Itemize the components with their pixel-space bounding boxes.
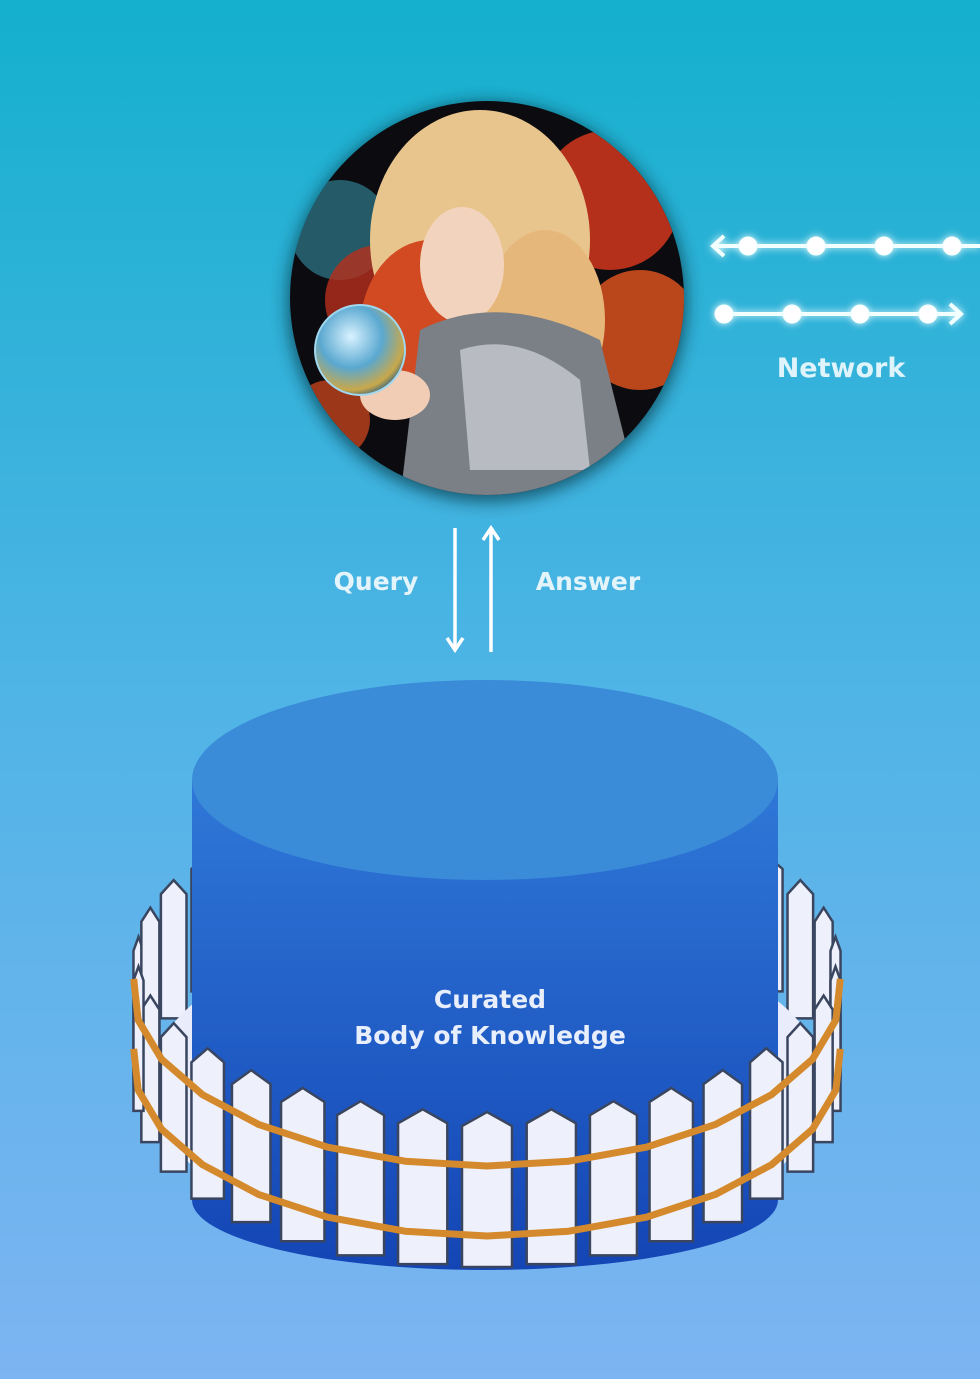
- fence-picket: [525, 1107, 578, 1266]
- arrow-up-icon: [481, 524, 501, 652]
- fence-picket: [335, 1099, 386, 1257]
- fence-picket: [786, 878, 815, 1020]
- fence-picket: [460, 1110, 514, 1269]
- fence-picket: [279, 1086, 326, 1243]
- fence-picket: [159, 878, 188, 1020]
- fence-rails: [130, 978, 844, 1240]
- fence-picket: [588, 1099, 639, 1257]
- network-incoming-line: [710, 234, 980, 258]
- arrow-right-icon: [948, 302, 964, 326]
- fence-picket: [396, 1107, 449, 1266]
- answer-label: Answer: [536, 567, 641, 596]
- fence-rail: [130, 1048, 844, 1240]
- network-outgoing-line: [714, 302, 964, 326]
- arrow-left-icon: [710, 234, 726, 258]
- ai-oracle-portrait-icon: [287, 101, 687, 502]
- network-label: Network: [777, 353, 907, 384]
- knowledge-label-line1: Curated: [434, 985, 546, 1014]
- fence-rail: [130, 978, 844, 1170]
- query-label: Query: [334, 567, 419, 596]
- fence-picket: [648, 1086, 695, 1243]
- knowledge-label-line2: Body of Knowledge: [354, 1021, 626, 1050]
- arrow-down-icon: [445, 528, 465, 654]
